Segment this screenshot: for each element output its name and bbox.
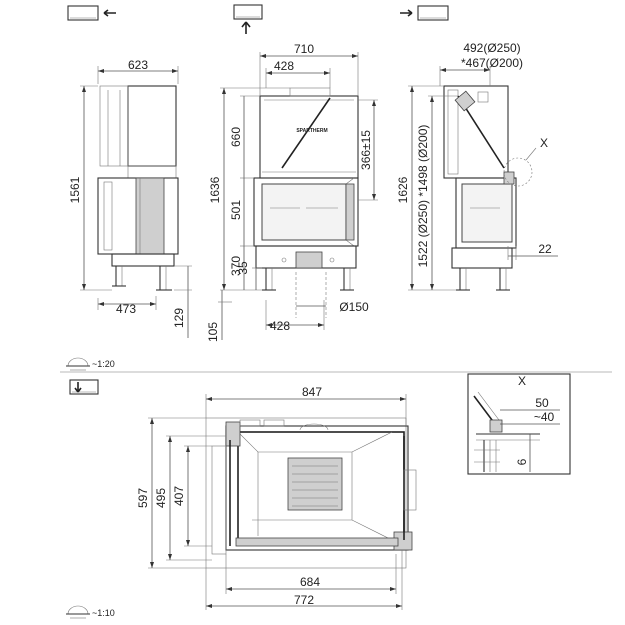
dim-370: 370 (229, 256, 243, 276)
dim-501: 501 (229, 200, 243, 220)
dim-1561: 1561 (68, 176, 82, 203)
detail-x-panel: X 50 ~40 6 (467, 373, 571, 475)
detail-x-circle (503, 157, 533, 187)
detail-x-label: X (540, 136, 548, 150)
front-dim-upper: 366±15 (358, 99, 378, 201)
dim-428-top: 428 (274, 59, 294, 73)
view-icon-right (400, 5, 449, 21)
dim-40: ~40 (534, 410, 555, 424)
plan-dim-left: 597 495 407 (136, 417, 226, 569)
dim-407: 407 (172, 486, 186, 506)
left-dim-depth: 473 (97, 296, 157, 316)
view-icon-top (69, 379, 99, 395)
detail-x-title: X (518, 374, 526, 388)
grate (287, 457, 343, 511)
right-dim-height: 1626 1522 (Ø250) *1498 (Ø200) (396, 85, 458, 291)
dim-684: 684 (300, 575, 320, 589)
dim-6: 6 (515, 458, 529, 465)
front-dim-heights: 1636 660 501 370 35 105 (206, 87, 290, 342)
dim-22: 22 (538, 242, 552, 256)
dim-495: 495 (154, 488, 168, 508)
right-window (461, 183, 513, 243)
scale-icon-1-10: ~1:10 (66, 605, 115, 619)
right-dim-offset: 22 (507, 242, 558, 260)
front-window (261, 183, 347, 241)
front-dim-width: 710 (259, 42, 359, 96)
right-dim-flue: 492(Ø250) *467(Ø200) (439, 41, 523, 86)
view-icon-left (67, 5, 116, 21)
scale-label-1-10: ~1:10 (92, 608, 115, 618)
scale-icon-1-20: ~1:20 (66, 357, 115, 371)
dim-1626: 1626 (396, 176, 410, 203)
plan-view (205, 417, 417, 569)
dim-1522: 1522 (Ø250) *1498 (Ø200) (416, 125, 430, 268)
left-side-view (97, 85, 179, 291)
dim-623: 623 (128, 58, 148, 72)
dim-366: 366±15 (359, 130, 373, 170)
dim-129: 129 (172, 308, 186, 328)
dim-473: 473 (116, 302, 136, 316)
dim-1636: 1636 (208, 176, 222, 203)
dim-467: *467(Ø200) (461, 56, 523, 70)
brand-label: SPARTHERM (296, 128, 327, 134)
front-dim-inner: 428 (265, 59, 331, 88)
left-dim-height: 1561 (68, 85, 112, 291)
right-side-view: X (443, 85, 548, 291)
dim-772: 772 (294, 593, 314, 607)
front-view: SPARTHERM (253, 87, 359, 318)
dim-597: 597 (136, 488, 150, 508)
scale-label-1-20: ~1:20 (92, 359, 115, 369)
dim-50: 50 (535, 396, 549, 410)
dim-847: 847 (302, 385, 322, 399)
dim-flue-150: Ø150 (339, 300, 369, 314)
plan-dim-top: 847 (205, 385, 407, 426)
dim-35: 35 (236, 261, 250, 275)
dim-428-bottom: 428 (270, 319, 290, 333)
dim-660: 660 (229, 127, 243, 147)
dim-710: 710 (294, 42, 314, 56)
left-dim-feet: 129 (172, 265, 192, 338)
front-dim-bottom: 428 Ø150 (265, 300, 369, 333)
view-icon-front (233, 4, 263, 34)
dim-105: 105 (206, 322, 220, 342)
plan-dim-bottom: 684 772 (205, 550, 403, 610)
dim-492: 492(Ø250) (463, 41, 520, 55)
left-dim-width: 623 (97, 58, 179, 84)
